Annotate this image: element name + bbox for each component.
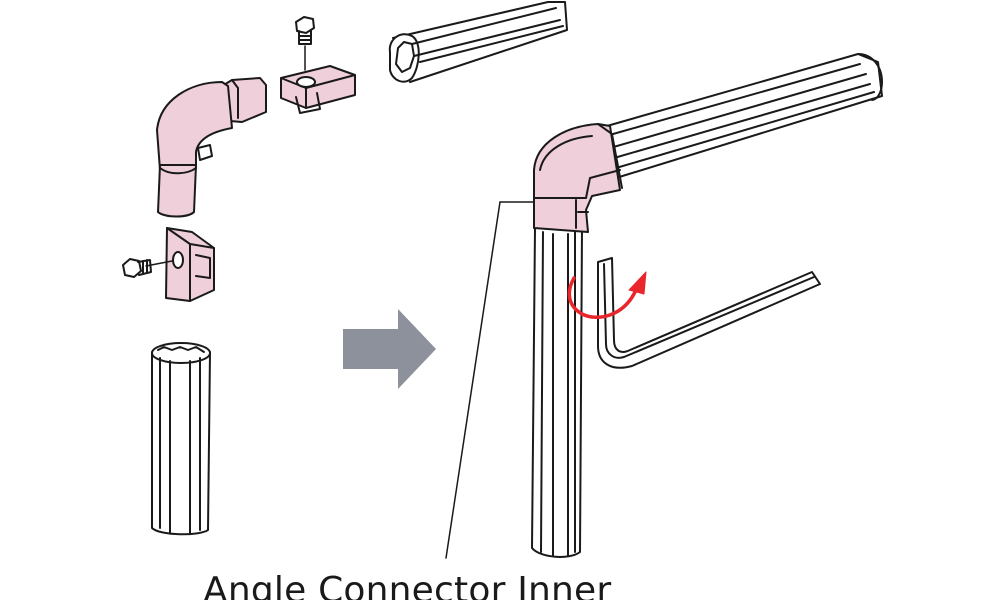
top-nut-plate (280, 65, 356, 114)
assembled-vertical-tube (531, 227, 583, 558)
caption-label: Angle Connector Inner (203, 570, 612, 600)
caption-leader-line (445, 201, 535, 559)
right-arrow-icon (343, 309, 436, 389)
top-bolt (295, 16, 315, 71)
lower-tube-segment (151, 342, 211, 536)
side-bolt (122, 258, 152, 278)
upper-tube-segment (388, 1, 568, 83)
side-nut-plate (145, 227, 215, 302)
caption-box: Angle Connector Inner (0, 566, 1000, 600)
rotate-clockwise-arrow-icon (567, 271, 647, 319)
hex-key-icon (597, 257, 821, 369)
assembled-horizontal-tube (599, 53, 883, 179)
assembled-angle-connector (533, 123, 623, 233)
exploded-angle-connector (156, 77, 267, 218)
